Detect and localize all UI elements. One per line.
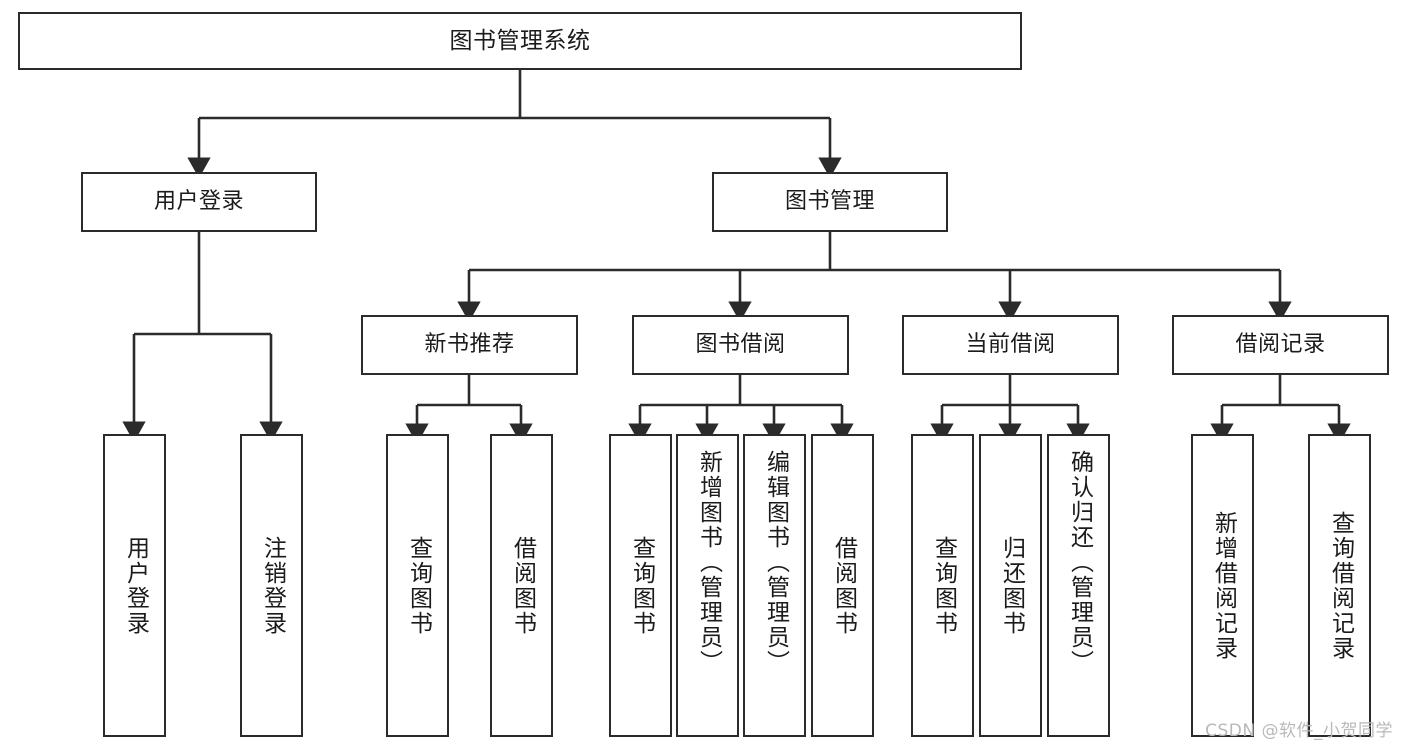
node-label: 编辑图书（管理员） [762, 450, 789, 675]
leaf-book-borrow-edit[interactable]: 编辑图书（管理员） [743, 434, 806, 737]
node-label: 查询图书 [628, 535, 655, 636]
node-current-borrow[interactable]: 当前借阅 [902, 315, 1119, 375]
node-label: 图书管理系统 [449, 27, 591, 54]
leaf-current-borrow-query[interactable]: 查询图书 [911, 434, 974, 737]
leaf-user-login-logout[interactable]: 注销登录 [240, 434, 303, 737]
node-label: 用户登录 [122, 535, 149, 636]
node-label: 借阅图书 [509, 535, 536, 636]
node-book-borrow[interactable]: 图书借阅 [632, 315, 849, 375]
node-label: 图书管理 [784, 189, 875, 215]
leaf-book-borrow-add[interactable]: 新增图书（管理员） [676, 434, 739, 737]
leaf-current-borrow-return[interactable]: 归还图书 [979, 434, 1042, 737]
node-label: 图书借阅 [695, 332, 786, 358]
node-book-management[interactable]: 图书管理 [712, 172, 948, 232]
node-user-login[interactable]: 用户登录 [81, 172, 317, 232]
node-label: 查询图书 [405, 535, 432, 636]
node-label: 新增图书（管理员） [695, 450, 722, 675]
node-new-book-recommend[interactable]: 新书推荐 [361, 315, 578, 375]
leaf-new-book-query[interactable]: 查询图书 [386, 434, 449, 737]
node-label: 新书推荐 [424, 332, 515, 358]
node-borrow-record[interactable]: 借阅记录 [1172, 315, 1389, 375]
leaf-new-book-borrow[interactable]: 借阅图书 [490, 434, 553, 737]
node-root-system[interactable]: 图书管理系统 [18, 12, 1022, 70]
node-label: 借阅图书 [830, 535, 857, 636]
leaf-user-login-login[interactable]: 用户登录 [103, 434, 166, 737]
node-label: 查询图书 [930, 535, 957, 636]
node-label: 查询借阅记录 [1327, 510, 1354, 661]
node-label: 借阅记录 [1235, 332, 1326, 358]
node-label: 归还图书 [998, 535, 1025, 636]
node-label: 确认归还（管理员） [1066, 450, 1093, 675]
leaf-borrow-record-add[interactable]: 新增借阅记录 [1191, 434, 1254, 737]
leaf-borrow-record-query[interactable]: 查询借阅记录 [1308, 434, 1371, 737]
node-label: 新增借阅记录 [1210, 510, 1237, 661]
leaf-book-borrow-query[interactable]: 查询图书 [609, 434, 672, 737]
node-label: 注销登录 [259, 535, 286, 636]
node-label: 用户登录 [153, 189, 244, 215]
node-label: 当前借阅 [965, 332, 1056, 358]
leaf-book-borrow-borrow[interactable]: 借阅图书 [811, 434, 874, 737]
leaf-current-borrow-confirm-return[interactable]: 确认归还（管理员） [1047, 434, 1110, 737]
